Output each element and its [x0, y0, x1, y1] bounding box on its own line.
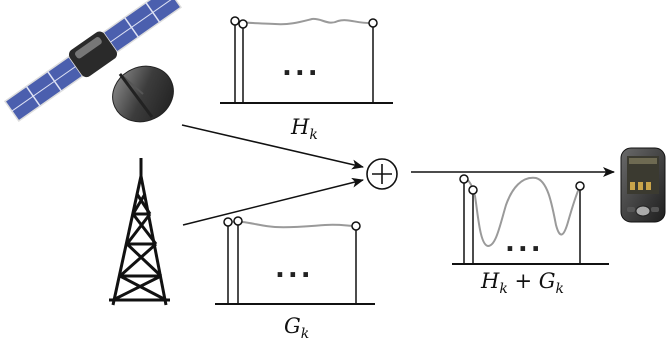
transmission-tower-icon — [109, 158, 170, 306]
label-h-k: Hk — [290, 115, 318, 143]
channel-curve-h — [234, 17, 374, 26]
channel-panel-sum: ... Hk + Gk — [452, 174, 609, 297]
mobile-device-icon — [620, 147, 666, 223]
panel-ellipsis: ... — [505, 228, 544, 258]
summing-junction-icon — [366, 158, 398, 190]
arrow-satellite-to-adder — [181, 124, 364, 170]
channel-curve-sum — [463, 176, 581, 248]
satellite-icon — [3, 0, 183, 123]
channel-panel-h: ... Hk — [220, 16, 393, 143]
channel-panel-g: ... Gk — [215, 216, 375, 342]
label-h-k-plus-g-k: Hk + Gk — [480, 269, 564, 297]
panel-ellipsis: ... — [282, 52, 321, 82]
channel-curve-g — [227, 220, 357, 229]
panel-ellipsis: ... — [275, 254, 314, 284]
arrow-tower-to-adder — [182, 177, 364, 226]
label-g-k: Gk — [284, 314, 309, 342]
